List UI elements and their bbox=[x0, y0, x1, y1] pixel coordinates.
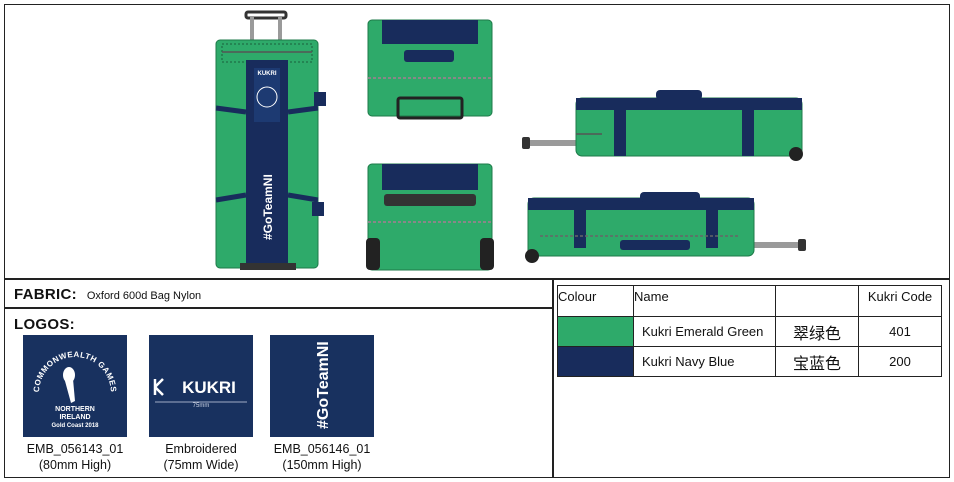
svg-text:NORTHERN: NORTHERN bbox=[55, 406, 95, 413]
logo-commonwealth-games: COMMONWEALTH GAMES NORTHERN IRELAND Gold… bbox=[23, 335, 127, 437]
bag-views: KUKRI #GoTeamNI bbox=[215, 10, 806, 271]
colour-table-header: Colour Name Kukri Code bbox=[557, 285, 942, 317]
logo-kukri: KUKRI 75mm bbox=[149, 335, 253, 437]
logo-code: EMB_056143_01 bbox=[26, 442, 124, 456]
colour-name: Kukri Navy Blue bbox=[642, 354, 735, 369]
logo-caption-3: EMB_056146_01 (150mm High) bbox=[252, 441, 392, 473]
colour-table: Colour Name Kukri Code Kukri Emerald Gre… bbox=[557, 285, 942, 377]
svg-text:IRELAND: IRELAND bbox=[59, 414, 90, 421]
colour-chinese: 翠绿色 bbox=[775, 316, 859, 347]
spec-sheet-frame bbox=[4, 4, 950, 478]
logo-code: Embroidered bbox=[165, 442, 237, 456]
bag-side-view-upper bbox=[522, 90, 803, 161]
fabric-value: Oxford 600d Bag Nylon bbox=[86, 290, 202, 302]
svg-text:75mm: 75mm bbox=[193, 403, 210, 409]
divider-middle bbox=[552, 278, 554, 478]
goteamni-logo-art: #GoTeamNI bbox=[315, 341, 332, 429]
colour-code: 200 bbox=[858, 346, 942, 377]
header-code: Kukri Code bbox=[858, 285, 942, 317]
bag-bottom-view bbox=[366, 163, 494, 271]
colour-code: 401 bbox=[858, 316, 942, 347]
bag-side-view-lower bbox=[525, 192, 806, 263]
svg-text:Gold Coast 2018: Gold Coast 2018 bbox=[51, 423, 99, 429]
header-colour: Colour bbox=[557, 285, 634, 317]
fabric-label: FABRIC: bbox=[14, 286, 77, 303]
kukri-logo-art: KUKRI 75mm bbox=[153, 378, 247, 409]
colour-swatch-navy bbox=[557, 346, 634, 377]
bag-brand-text: KUKRI bbox=[258, 71, 277, 77]
logo-size: (150mm High) bbox=[282, 458, 362, 472]
svg-text:COMMONWEALTH GAMES: COMMONWEALTH GAMES bbox=[32, 350, 118, 393]
logo-caption-2: Embroidered (75mm Wide) bbox=[131, 441, 271, 473]
header-name: Name bbox=[633, 285, 776, 317]
logo-code: EMB_056146_01 bbox=[273, 442, 371, 456]
logo-goteamni: #GoTeamNI bbox=[270, 335, 374, 437]
bag-top-view bbox=[367, 19, 493, 120]
table-row: Kukri Emerald Green 翠绿色 401 bbox=[557, 316, 942, 347]
svg-text:KUKRI: KUKRI bbox=[182, 378, 236, 397]
bag-front-view: KUKRI #GoTeamNI bbox=[215, 10, 326, 270]
header-chinese bbox=[775, 285, 859, 317]
colour-name: Kukri Emerald Green bbox=[642, 324, 764, 339]
svg-text:#GoTeamNI: #GoTeamNI bbox=[315, 341, 332, 429]
logo-size: (75mm Wide) bbox=[163, 458, 239, 472]
colour-swatch-green bbox=[557, 316, 634, 347]
divider-top bbox=[4, 278, 950, 280]
colour-chinese: 宝蓝色 bbox=[775, 346, 859, 377]
logo1-arc-text: COMMONWEALTH GAMES bbox=[32, 350, 118, 393]
bag-hashtag-text: #GoTeamNI bbox=[261, 174, 275, 240]
logo-caption-1: EMB_056143_01 (80mm High) bbox=[5, 441, 145, 473]
logos-label: LOGOS: bbox=[14, 316, 75, 333]
table-row: Kukri Navy Blue 宝蓝色 200 bbox=[557, 346, 942, 377]
logo-size: (80mm High) bbox=[38, 458, 112, 472]
commonwealth-games-logo-art: COMMONWEALTH GAMES NORTHERN IRELAND Gold… bbox=[32, 350, 118, 429]
fabric-row: FABRIC: Oxford 600d Bag Nylon bbox=[14, 286, 201, 303]
divider-fabric bbox=[4, 307, 553, 309]
